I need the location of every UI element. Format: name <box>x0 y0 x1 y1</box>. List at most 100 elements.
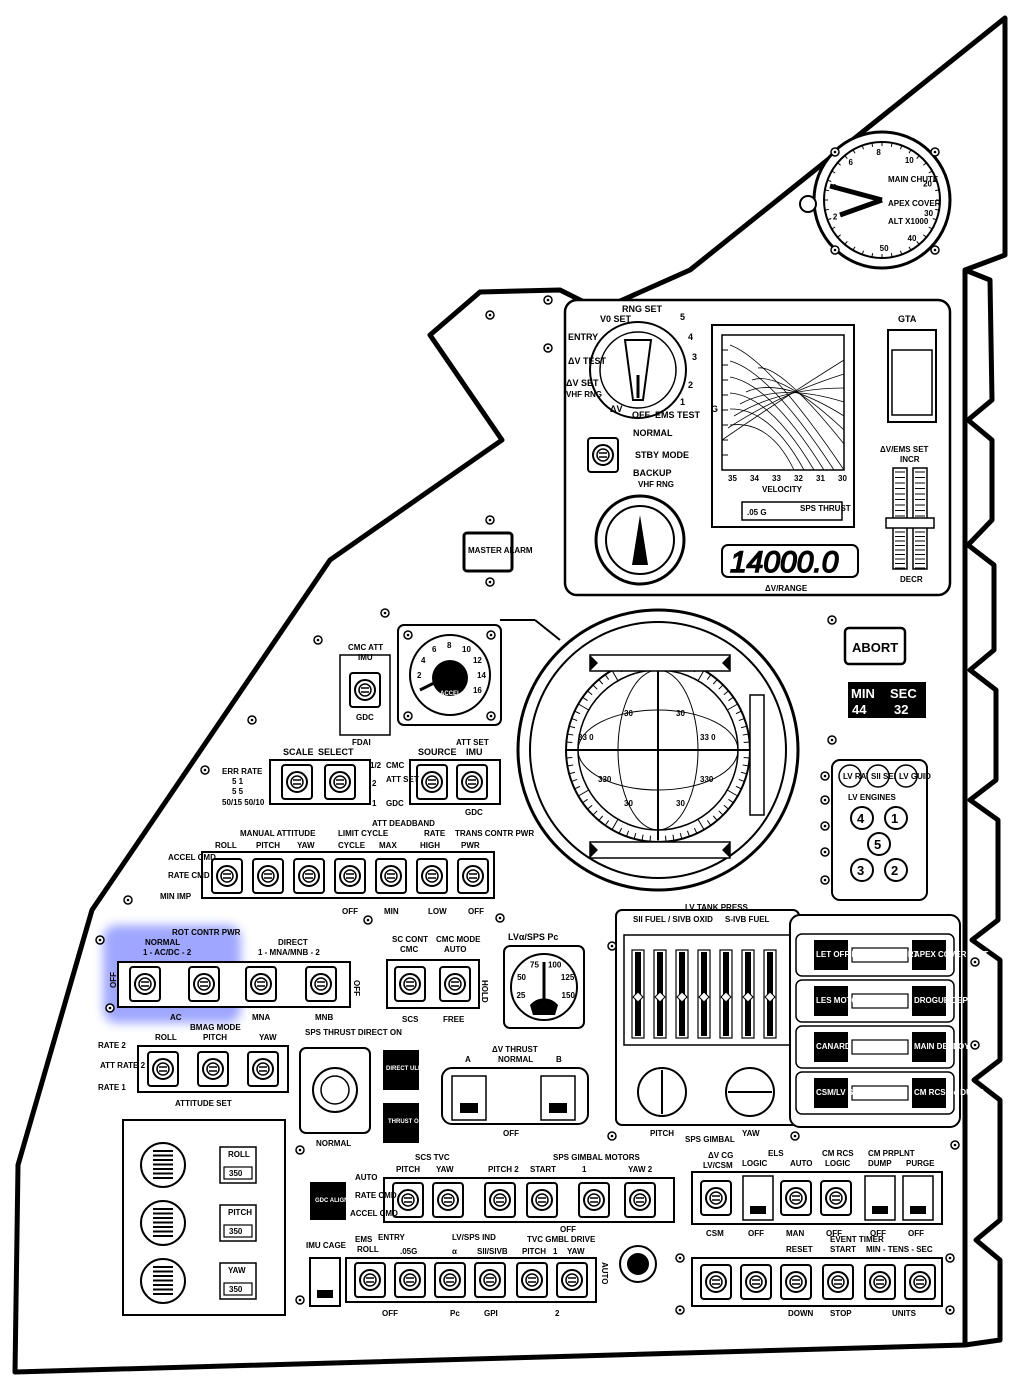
entry-switch-5[interactable] <box>556 1262 588 1298</box>
lvsps-tick: 25 <box>516 991 525 1000</box>
fdai-select-switch[interactable] <box>324 764 356 800</box>
ems-mode-knob[interactable] <box>623 339 653 401</box>
tvc-switch-4[interactable] <box>578 1182 610 1218</box>
tvc-switch-5[interactable] <box>624 1182 656 1218</box>
rot-normal-1-switch[interactable] <box>129 966 161 1002</box>
rot-bottom-mnb: MNB <box>315 1013 333 1022</box>
fdai-ball: 30 30 33 0 33 0 330 330 30 30 <box>500 608 800 892</box>
att-ind-value: 350 <box>229 1285 243 1294</box>
event-switch-4[interactable] <box>864 1264 896 1300</box>
chute-text-alt: ALT X1000 <box>888 217 929 226</box>
dv-thrust-a: A <box>465 1055 471 1064</box>
manual-att-switch-pwr[interactable] <box>457 858 489 894</box>
event-switch-5[interactable] <box>904 1264 936 1300</box>
bmag-bottom: ATTITUDE SET <box>175 1099 232 1108</box>
fdai-attset-switch[interactable] <box>456 764 488 800</box>
manual-col-label: YAW <box>297 841 315 850</box>
sc-cont-switch[interactable] <box>394 966 426 1002</box>
seq-left-button[interactable] <box>814 1032 848 1062</box>
ems-mode: MODE <box>662 450 689 460</box>
cmc-att-switch[interactable] <box>349 672 381 708</box>
els-switch-3[interactable] <box>820 1180 852 1216</box>
event-switch-3[interactable] <box>822 1264 854 1300</box>
els-switch-0[interactable] <box>700 1180 732 1216</box>
master-alarm-button[interactable]: MASTER ALARM <box>462 515 533 587</box>
seq-right-button[interactable] <box>912 1032 946 1062</box>
imu-cage-label: IMU CAGE <box>306 1241 347 1250</box>
ems-mode-switch[interactable] <box>587 437 619 473</box>
entry-switch-4[interactable] <box>516 1262 548 1298</box>
chute-knob[interactable] <box>799 195 817 213</box>
bmag-pitch-switch[interactable] <box>197 1051 229 1087</box>
rot-normal-2-switch[interactable] <box>188 966 220 1002</box>
att-ind-label: YAW <box>228 1266 246 1275</box>
tvc-switch-2[interactable] <box>484 1182 516 1218</box>
seq-left-button[interactable] <box>814 940 848 970</box>
ems-panel: V0 SET RNG SET ENTRY ΔV TEST ΔV SET VHF … <box>563 298 952 597</box>
seq-right-button[interactable] <box>912 986 946 1016</box>
els-switch-2[interactable] <box>780 1180 812 1216</box>
seq-right-label: DROGUE DEPLOY <box>914 996 985 1005</box>
tvc-col-label: YAW <box>436 1165 454 1174</box>
els-bottom-label: OFF <box>908 1229 924 1238</box>
manual-att-switch-high[interactable] <box>416 858 448 894</box>
rate-label: RATE <box>424 829 446 838</box>
seq-right-button[interactable] <box>912 940 946 970</box>
gdc-align-label: GDC ALIGN <box>315 1198 348 1204</box>
fdai-source-switch[interactable] <box>416 764 448 800</box>
cmc-mode-switch[interactable] <box>439 966 471 1002</box>
rot-direct-1-switch[interactable] <box>245 966 277 1002</box>
entry-switch-3[interactable] <box>474 1262 506 1298</box>
seq-left-label: CSM/LV SEP <box>816 1088 865 1097</box>
event-switch-0[interactable] <box>700 1264 732 1300</box>
tank-sivb: S-IVB FUEL <box>725 915 770 924</box>
entry-switch-0[interactable] <box>354 1262 386 1298</box>
cmc-att-title: CMC ATT <box>348 643 383 652</box>
manual-att-switch-yaw[interactable] <box>293 858 325 894</box>
dv-thrust-a-switch[interactable] <box>451 1075 487 1121</box>
manual-att-header: MANUAL ATTITUDE <box>240 829 316 838</box>
att-ind-value: 350 <box>229 1227 243 1236</box>
imu-cage-switch[interactable] <box>309 1257 341 1307</box>
tvc-switch-1[interactable] <box>432 1182 464 1218</box>
manual-att-switch-pitch[interactable] <box>252 858 284 894</box>
lv-engine-light <box>850 858 874 882</box>
manual-att-switch-cycle[interactable] <box>334 858 366 894</box>
bmag-yaw-switch[interactable] <box>247 1051 279 1087</box>
event-switch-1[interactable] <box>740 1264 772 1300</box>
accel-tick: 8 <box>447 641 452 650</box>
seq-left-button[interactable] <box>814 1078 848 1108</box>
fdai-source: SOURCE <box>418 747 457 757</box>
seq-left-button[interactable] <box>814 986 848 1016</box>
fdai-gdc2: GDC <box>465 808 483 817</box>
ems-stby: STBY <box>635 450 659 460</box>
rot-direct-2-switch[interactable] <box>305 966 337 1002</box>
els-bottom-label: CSM <box>706 1229 724 1238</box>
tvc-switch-3[interactable] <box>526 1182 558 1218</box>
entry-switch-1[interactable] <box>394 1262 426 1298</box>
dv-thrust-b-switch[interactable] <box>540 1075 576 1121</box>
tvc-col-label: START <box>530 1165 556 1174</box>
event-switch-2[interactable] <box>780 1264 812 1300</box>
direct-ullage-button[interactable] <box>383 1050 419 1090</box>
fdai-scale-switch[interactable] <box>281 764 313 800</box>
manual-att-switch-max[interactable] <box>375 858 407 894</box>
entry-switch-2[interactable] <box>434 1262 466 1298</box>
thrust-on-label: THRUST ON <box>388 1119 423 1125</box>
lvsps-tick: 75 <box>530 961 539 970</box>
abort-min: MIN <box>851 686 875 701</box>
chute-tick: 6 <box>848 158 853 167</box>
gdc-align-button[interactable] <box>310 1182 346 1220</box>
ems-v0set: V0 SET <box>600 314 632 324</box>
tank-yaw: YAW <box>742 1129 760 1138</box>
abort-label[interactable]: ABORT <box>852 640 898 655</box>
gta-label: GTA <box>898 314 917 324</box>
dv-ems-thumbwheel[interactable] <box>885 467 935 570</box>
manual-att-switch-roll[interactable] <box>211 858 243 894</box>
thrust-on-button[interactable] <box>383 1103 419 1143</box>
bmag-roll-switch[interactable] <box>147 1051 179 1087</box>
att-ind-label: ROLL <box>228 1150 250 1159</box>
seq-right-button[interactable] <box>912 1078 946 1108</box>
